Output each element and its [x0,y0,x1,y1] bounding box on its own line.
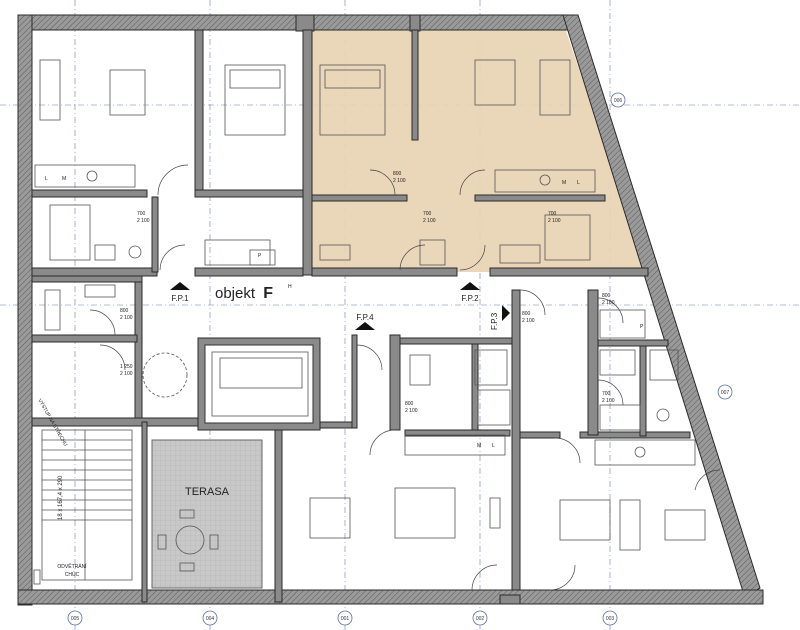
svg-text:L: L [577,180,580,186]
appliance-labels: L M P M L P M L H [45,176,644,449]
terrace-label: TERASA [185,486,230,498]
svg-text:P: P [640,324,644,330]
svg-text:M: M [477,443,481,449]
svg-text:2 100: 2 100 [405,408,418,414]
svg-text:004: 004 [206,616,215,622]
svg-text:L: L [492,443,495,449]
svg-text:800: 800 [405,401,414,407]
svg-text:007: 007 [721,390,730,396]
vent-label-1: ODVĚTRÁNÍ [57,562,87,570]
svg-text:700: 700 [602,391,611,397]
svg-text:002: 002 [476,616,485,622]
svg-text:L: L [45,176,48,182]
svg-text:2 100: 2 100 [522,318,535,324]
outer-walls [17,14,764,606]
svg-text:2 100: 2 100 [120,315,133,321]
axis-bubble: 004 [202,610,218,626]
furniture [34,59,706,551]
fire-point-fp4: F.P.4 [355,313,375,330]
fire-point-fp2: F.P.2 [460,282,480,303]
svg-text:2 100: 2 100 [602,398,615,404]
svg-text:2 100: 2 100 [548,218,561,224]
axis-bubble: 003 [602,610,618,626]
svg-text:M: M [562,180,566,186]
axis-bubble: 007 [717,384,733,400]
svg-text:2 100: 2 100 [120,371,133,377]
interior-walls [31,29,691,605]
axis-bubble: 005 [67,610,83,626]
svg-text:2 100: 2 100 [423,218,436,224]
svg-text:2 100: 2 100 [393,178,406,184]
svg-text:F.P.3: F.P.3 [490,312,499,330]
highlighted-apartment [312,28,648,272]
svg-text:2 100: 2 100 [137,218,150,224]
object-title: objekt F [215,285,273,302]
stair-dimension: 18 x 167,4 x 290 [58,475,64,520]
svg-text:700: 700 [423,211,432,217]
svg-text:800: 800 [602,293,611,299]
fire-point-fp1: F.P.1 [170,282,190,303]
svg-text:F.P.1: F.P.1 [171,294,189,303]
svg-text:800: 800 [120,308,129,314]
svg-text:F.P.2: F.P.2 [461,294,479,303]
svg-text:700: 700 [137,211,146,217]
svg-text:F.P.4: F.P.4 [356,313,374,322]
elevator-shaft [197,337,321,431]
fire-point-fp3: F.P.3 [490,305,510,330]
svg-text:800: 800 [522,311,531,317]
svg-text:1 250: 1 250 [120,364,133,370]
svg-text:H: H [288,284,292,290]
svg-text:2 100: 2 100 [602,300,615,306]
svg-text:003: 003 [606,616,615,622]
staircase [33,429,133,585]
svg-text:005: 005 [71,616,80,622]
svg-text:800: 800 [393,171,402,177]
axis-bubble: 001 [337,610,353,626]
door-swings [89,164,721,591]
axis-bubble: 006 [610,92,626,108]
axis-bubble: 002 [472,610,488,626]
vent-label-2: CHÚC [65,571,80,578]
svg-text:001: 001 [341,616,350,622]
svg-text:006: 006 [614,98,623,104]
svg-text:M: M [62,176,66,182]
svg-text:700: 700 [548,211,557,217]
svg-text:P: P [258,253,262,259]
terrace [151,439,263,589]
